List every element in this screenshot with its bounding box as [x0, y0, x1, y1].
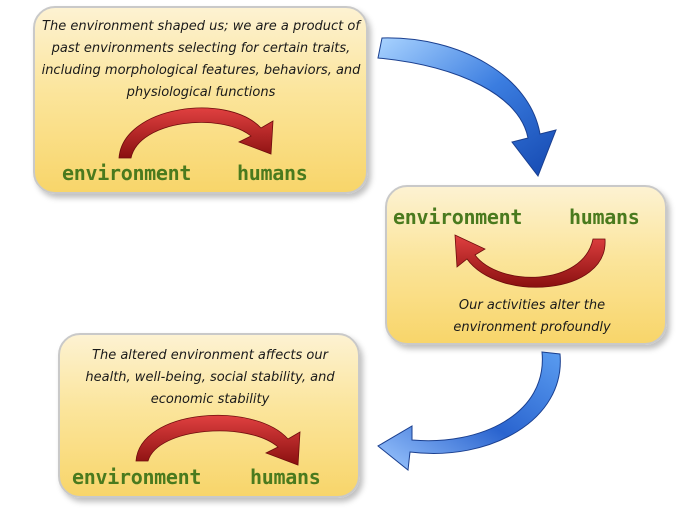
- bottom-environment-label: environment: [72, 465, 202, 489]
- bottom-humans-label: humans: [250, 465, 321, 489]
- bottom-inner-arrow-icon: [135, 414, 301, 466]
- top-stage-description: The environment shaped us; we are a prod…: [41, 19, 361, 100]
- bottom-stage-box: The altered environment affects our heal…: [58, 333, 360, 498]
- top-environment-label: environment: [62, 161, 192, 185]
- middle-stage-description: Our activities alter the environment pro…: [453, 298, 611, 335]
- middle-stage-box: environment humans Our activities alter …: [385, 185, 667, 345]
- top-inner-arrow-icon: [118, 107, 274, 159]
- top-humans-label: humans: [237, 161, 308, 185]
- bottom-stage-description: The altered environment affects our heal…: [85, 348, 335, 407]
- upper-cycle-arrow-icon: [377, 37, 557, 178]
- middle-humans-label: humans: [569, 205, 640, 229]
- middle-environment-label: environment: [393, 205, 523, 229]
- lower-cycle-arrow-icon: [377, 351, 561, 471]
- top-stage-box: The environment shaped us; we are a prod…: [33, 6, 368, 194]
- middle-inner-arrow-icon: [454, 234, 606, 288]
